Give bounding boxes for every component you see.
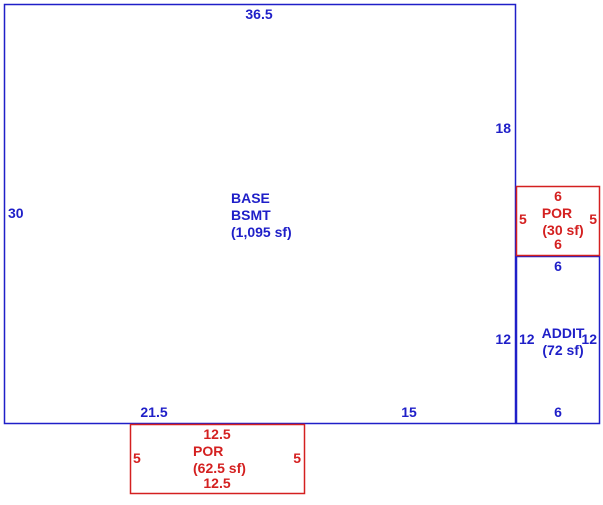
- addition-dim-right: 12: [581, 331, 597, 347]
- porch-bottom-dim-top: 12.5: [203, 426, 230, 442]
- porch-top-outline: [515, 185, 601, 257]
- base-area: (1,095 sf): [231, 224, 292, 240]
- base-dim-top: 36.5: [245, 6, 272, 22]
- base-bsmt-area[interactable]: 36.5 30 18 12 21.5 15 BASE BSMT (1,095 s…: [3, 3, 517, 425]
- porch-top-dim-left: 5: [519, 211, 527, 227]
- porch-top-area[interactable]: 6 6 5 5 POR (30 sf): [515, 185, 601, 257]
- base-dim-left: 30: [8, 205, 24, 221]
- porch-bottom-area-text: (62.5 sf): [193, 460, 246, 476]
- porch-top-area-text: (30 sf): [542, 222, 583, 238]
- porch-top-dim-bottom: 6: [554, 236, 562, 252]
- base-label-line1: BASE: [231, 190, 270, 206]
- porch-bottom-outline: [129, 423, 306, 495]
- base-dim-right-lower: 12: [495, 331, 511, 347]
- porch-top-dim-right: 5: [589, 211, 597, 227]
- base-dim-right-upper: 18: [495, 120, 511, 136]
- base-bsmt-outline: [3, 3, 517, 425]
- addition-area[interactable]: 6 6 12 12 ADDIT (72 sf): [515, 255, 601, 425]
- porch-top-dim-top: 6: [554, 188, 562, 204]
- addition-outline: [515, 255, 601, 425]
- addition-dim-left: 12: [519, 331, 535, 347]
- porch-bottom-dim-bottom: 12.5: [203, 475, 230, 491]
- addition-label: ADDIT: [542, 325, 585, 341]
- base-dim-bottom-left: 21.5: [140, 404, 167, 420]
- base-label-line2: BSMT: [231, 207, 271, 223]
- porch-bottom-dim-right: 5: [293, 450, 301, 466]
- addition-dim-top: 6: [554, 258, 562, 274]
- base-dim-bottom-right: 15: [401, 404, 417, 420]
- addition-area-text: (72 sf): [542, 342, 583, 358]
- porch-top-label: POR: [542, 205, 572, 221]
- porch-bottom-area[interactable]: 12.5 12.5 5 5 POR (62.5 sf): [129, 423, 306, 495]
- addition-dim-bottom: 6: [554, 404, 562, 420]
- porch-bottom-dim-left: 5: [133, 450, 141, 466]
- porch-bottom-label: POR: [193, 443, 223, 459]
